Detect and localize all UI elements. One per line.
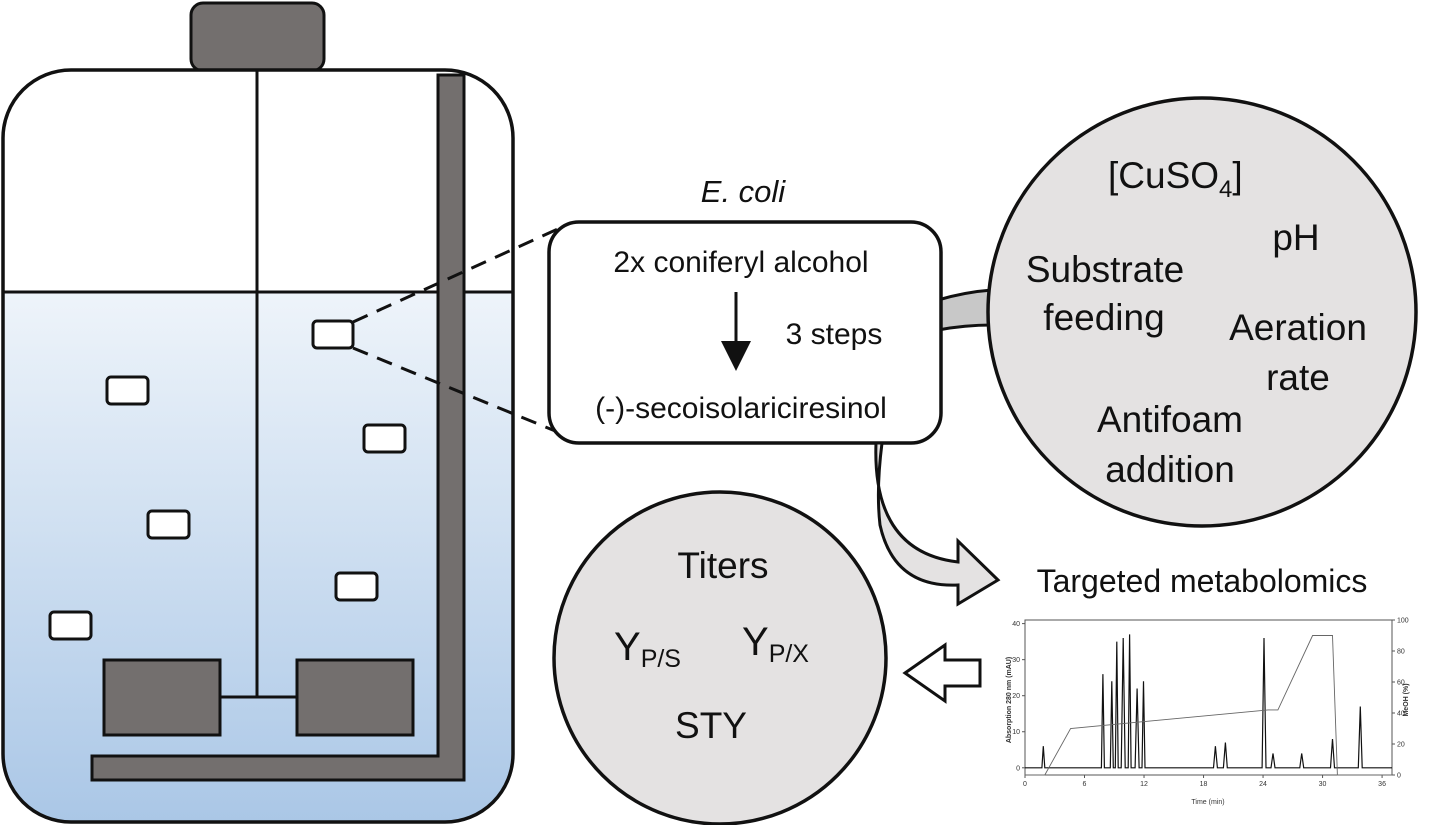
cell — [146, 509, 191, 540]
impeller-blade-right — [295, 658, 415, 737]
y-left-tick-label: 10 — [1012, 729, 1020, 736]
pathway-box: E. coli 2x coniferyl alcohol 3 steps (-)… — [547, 174, 943, 445]
zoom-line-bottom — [352, 346, 566, 437]
y-right-tick-label: 20 — [1397, 742, 1405, 749]
y-left-tick-label: 30 — [1012, 657, 1020, 664]
y-right-tick-label: 40 — [1397, 711, 1405, 718]
back-arrow — [902, 642, 982, 704]
cuso4-label: [CuSO4] — [1108, 155, 1243, 203]
y-left-tick-label: 0 — [1016, 765, 1020, 772]
parameter-circle-shape — [986, 96, 1418, 528]
cell — [334, 571, 379, 602]
sty-label: STY — [675, 705, 747, 746]
yps-label: YP/S — [614, 625, 681, 673]
y-right-tick-label: 80 — [1397, 649, 1405, 656]
yps-subscript: P/S — [641, 645, 681, 673]
substrate-feeding-label-2: feeding — [1043, 297, 1164, 338]
chromatogram-xlabel: Time (min) — [1191, 799, 1224, 806]
ph-label: pH — [1272, 217, 1319, 258]
series-line-absorbance — [1025, 634, 1392, 769]
cuso4-close: ] — [1232, 155, 1242, 196]
x-tick-label: 0 — [1023, 781, 1027, 788]
organism-label: E. coli — [701, 174, 787, 209]
x-tick-label: 18 — [1200, 781, 1208, 788]
substrate-label: 2x coniferyl alcohol — [613, 246, 868, 279]
output-circle-shape — [552, 490, 888, 825]
zoom-line-top — [352, 226, 561, 324]
y-left-tick-label: 40 — [1012, 621, 1020, 628]
steps-label: 3 steps — [786, 318, 883, 351]
titers-label: Titers — [677, 545, 768, 586]
chromatogram-ylabel-left: Absorption 280 nm (mAU) — [1006, 657, 1013, 743]
aeration-label-2: rate — [1266, 357, 1330, 398]
parameter-circle: [CuSO4] pH Substrate feeding Aeration ra… — [986, 96, 1418, 528]
product-label: (-)-secoisolariciresinol — [595, 392, 887, 425]
antifoam-label-2: addition — [1105, 449, 1235, 490]
cells — [48, 319, 407, 641]
curved-arrow-to-metabolomics — [874, 441, 1001, 607]
pathway-box-frame — [547, 220, 943, 445]
cell — [105, 375, 150, 406]
x-tick-label: 24 — [1259, 781, 1267, 788]
bioreactor-vessel — [1, 1, 515, 824]
motor-cap — [189, 1, 326, 73]
chromatogram-frame — [1024, 619, 1393, 776]
antifoam-label-1: Antifoam — [1097, 399, 1243, 440]
method-label: Targeted metabolomics — [1037, 563, 1368, 599]
chromatogram: Absorption 280 nm (mAU) MeOH (%) Time (m… — [1006, 618, 1410, 807]
chromatogram-series — [1025, 634, 1392, 776]
x-tick-label: 6 — [1083, 781, 1087, 788]
chromatogram-ylabel-right: MeOH (%) — [1403, 683, 1410, 716]
x-tick-label: 12 — [1140, 781, 1148, 788]
y-right-tick-label: 60 — [1397, 680, 1405, 687]
ypx-subscript: P/X — [769, 640, 810, 668]
cuso4-subscript: 4 — [1219, 176, 1232, 203]
yps-main: Y — [614, 625, 641, 669]
substrate-feeding-label-1: Substrate — [1026, 249, 1184, 290]
cell — [48, 610, 93, 641]
aeration-label-1: Aeration — [1229, 307, 1367, 348]
y-left-tick-label: 20 — [1012, 693, 1020, 700]
vessel-outline — [1, 68, 515, 824]
y-right-tick-label: 0 — [1397, 773, 1401, 780]
connector-bar — [936, 288, 994, 332]
impeller-blade-left — [102, 658, 222, 737]
chromatogram-ticks: 0 6 12 18 24 30 36 0 10 20 30 40 0 20 40 60 80 100 — [1012, 618, 1409, 789]
ypx-main: Y — [742, 620, 769, 664]
x-tick-label: 36 — [1378, 781, 1386, 788]
cell — [362, 423, 407, 454]
cell — [311, 319, 355, 350]
y-right-tick-label: 100 — [1397, 618, 1409, 625]
ypx-label: YP/X — [742, 620, 809, 668]
series-line-gradient — [1025, 635, 1392, 776]
sparger-pipe — [90, 73, 466, 782]
x-tick-label: 30 — [1319, 781, 1327, 788]
output-circle: Titers YP/S YP/X STY — [552, 490, 888, 825]
cuso4-open: [CuSO — [1108, 155, 1219, 196]
